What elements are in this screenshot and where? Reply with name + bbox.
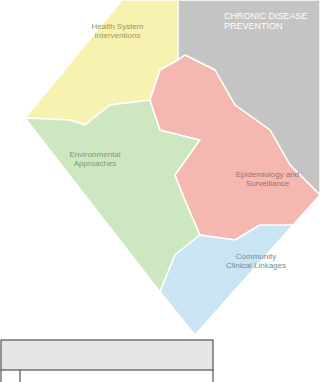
piece-fill bbox=[150, 55, 320, 240]
puzzle-piece: Community Clinical Linkages bbox=[160, 225, 293, 335]
label-wrap: Health System Interventions bbox=[70, 22, 165, 40]
piece-label: CHRONIC DISEASE PREVENTION bbox=[224, 11, 324, 32]
puzzle-piece: Epidemiology and Surveillance bbox=[150, 55, 320, 240]
table-header bbox=[1, 340, 213, 370]
piece-outline bbox=[160, 225, 293, 335]
label-wrap: Environmental Approaches bbox=[55, 150, 135, 168]
table-rule bbox=[1, 370, 2, 382]
label-wrap: Community Clinical Linkages bbox=[222, 252, 290, 270]
piece-label: Environmental Approaches bbox=[55, 150, 135, 168]
piece-label: Epidemiology and Surveillance bbox=[225, 170, 310, 188]
table-rule bbox=[213, 370, 214, 382]
piece-fill bbox=[160, 225, 293, 335]
label-wrap: CHRONIC DISEASE PREVENTION bbox=[224, 11, 324, 32]
table-rule bbox=[20, 370, 21, 382]
piece-outline bbox=[150, 55, 320, 240]
label-wrap: Epidemiology and Surveillance bbox=[225, 170, 310, 188]
piece-label: Community Clinical Linkages bbox=[222, 252, 290, 270]
piece-label: Health System Interventions bbox=[70, 22, 165, 40]
